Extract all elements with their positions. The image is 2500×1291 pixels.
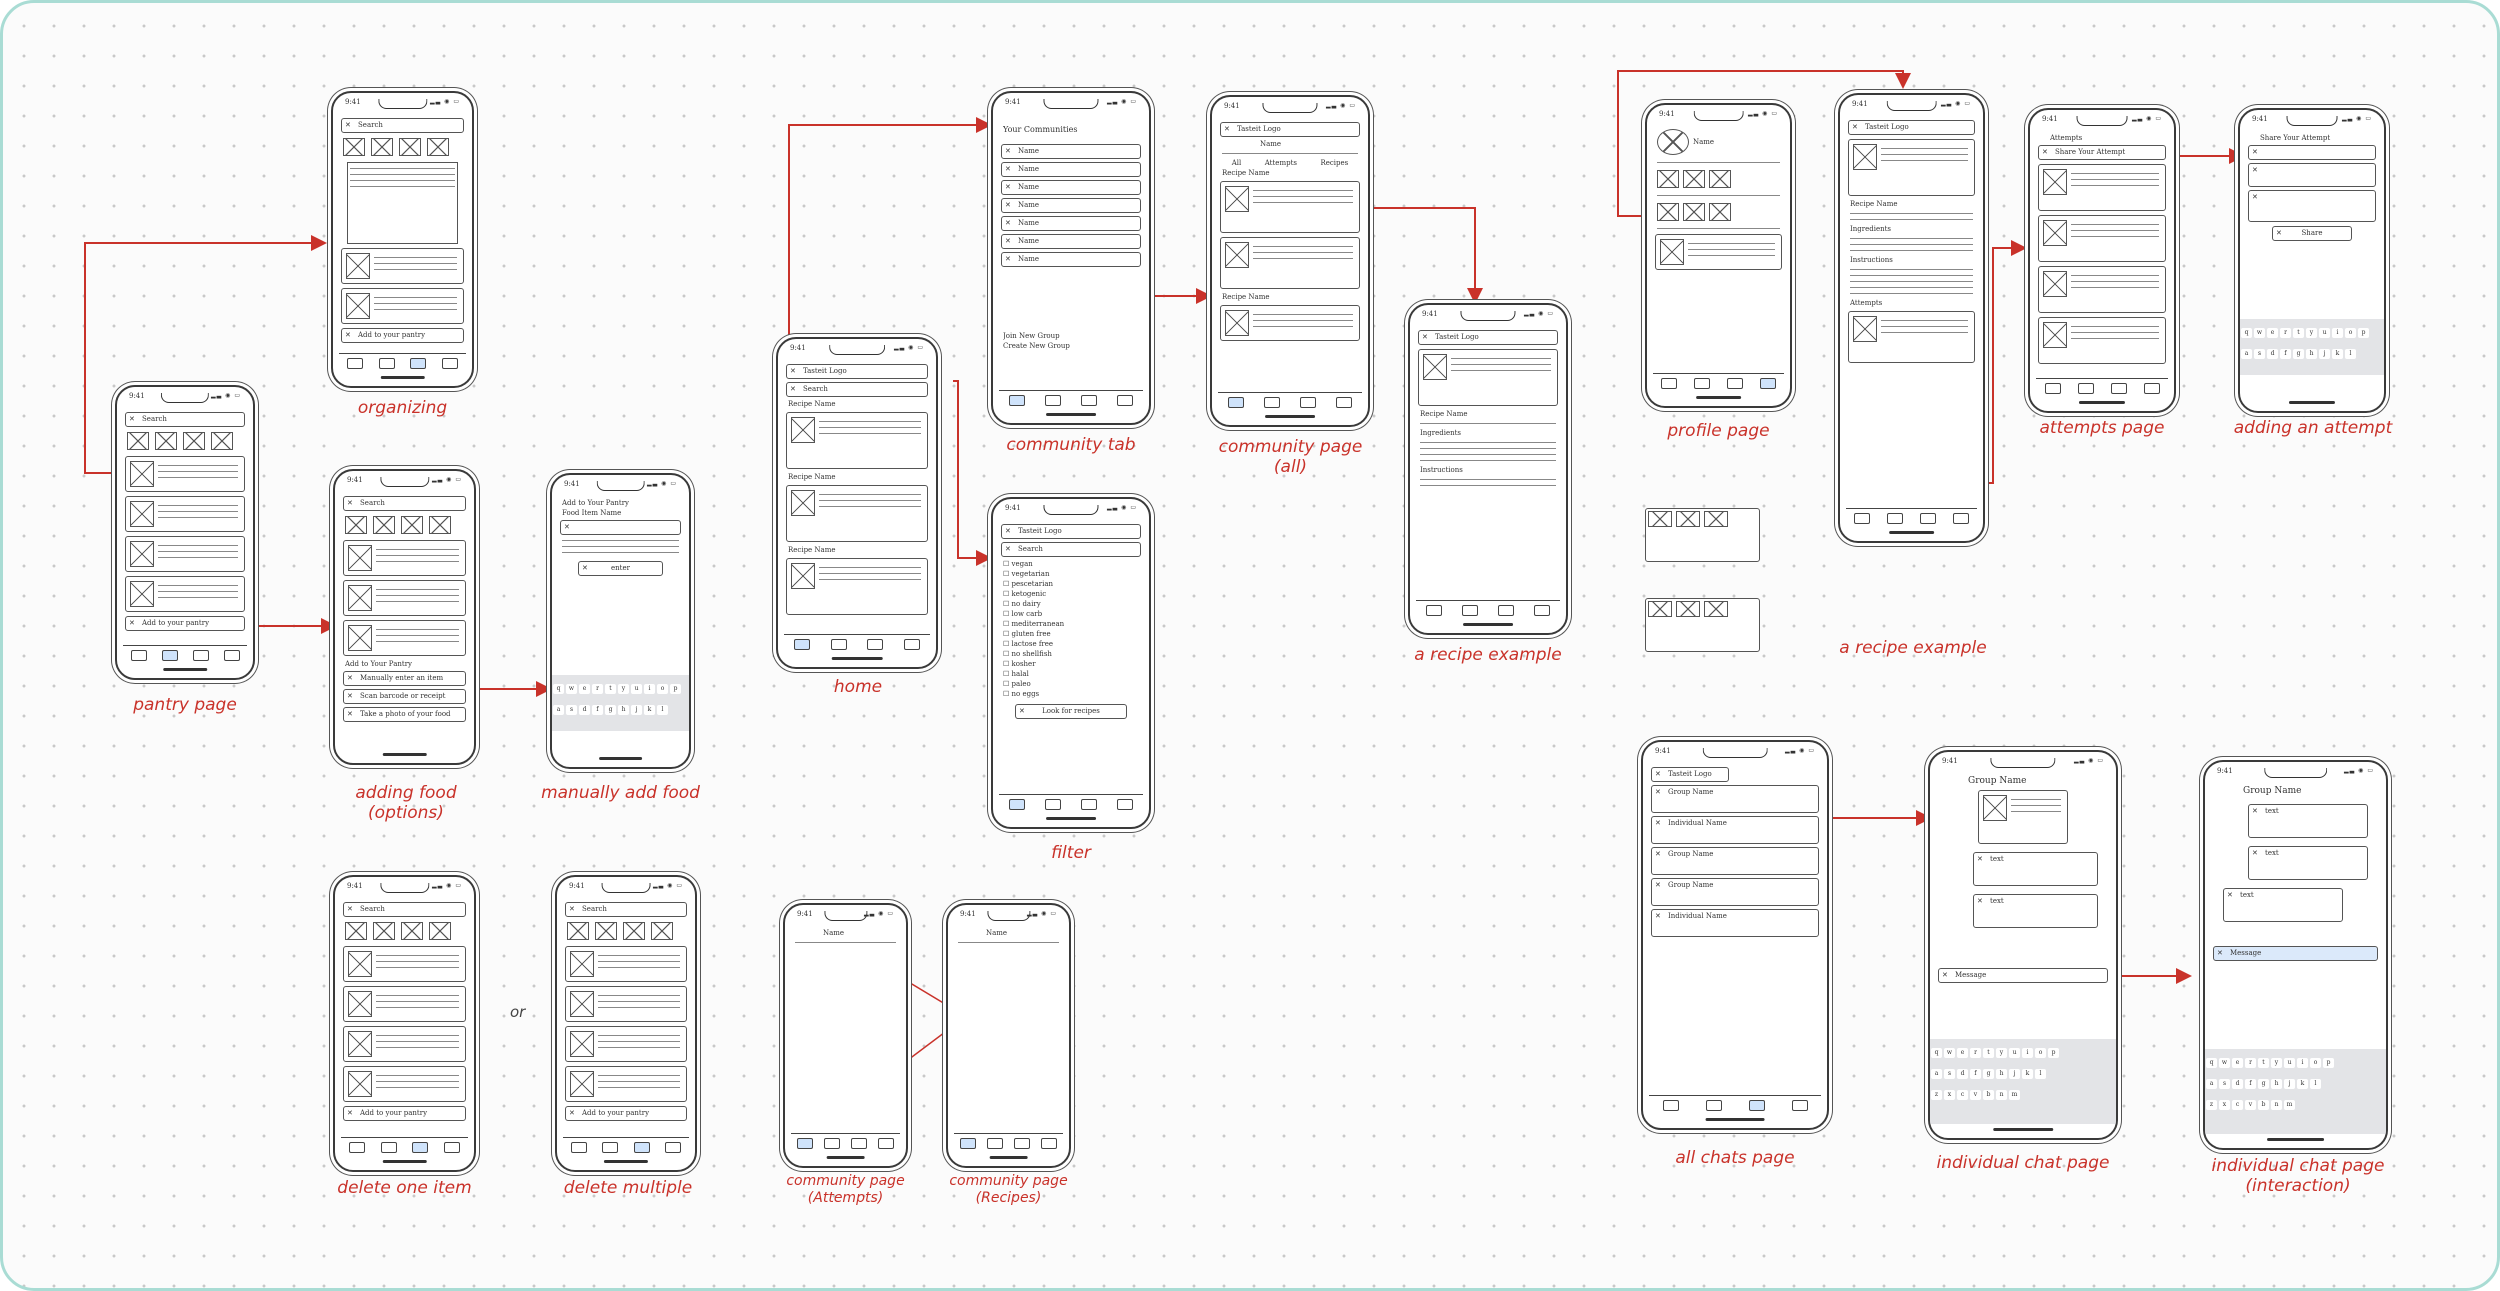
individual-chat-screen: 9:41▂▃ ◉ ▭ Group Name text text Message … [1928, 750, 2118, 1140]
filter-option[interactable]: ☐ no dairy [1003, 600, 1041, 608]
filter-option[interactable]: ☐ lactose free [1003, 640, 1054, 648]
food-card[interactable] [125, 576, 245, 612]
filter-option[interactable]: ☐ vegan [1003, 560, 1033, 568]
chat-item[interactable]: Group Name [1651, 785, 1819, 813]
attempt-card-sample [1645, 598, 1760, 652]
arrow-home-to-filter [953, 380, 992, 566]
caption-delete-multiple: delete multiple [563, 1178, 693, 1198]
caption-filter: filter [1051, 843, 1091, 863]
all-chats-screen: 9:41▂▃ ◉ ▭ Tasteit Logo Group Name Indiv… [1641, 740, 1829, 1130]
filter-option[interactable]: ☐ kosher [1003, 660, 1036, 668]
take-photo-option[interactable]: Take a photo of your food [343, 707, 466, 722]
food-name-input[interactable] [560, 520, 681, 535]
food-card[interactable] [125, 456, 245, 492]
search-input[interactable]: Search [341, 118, 464, 133]
caption-home: home [833, 677, 883, 697]
filter-option[interactable]: ☐ no eggs [1003, 690, 1040, 698]
manually-enter-option[interactable]: Manually enter an item [343, 671, 466, 686]
share-button[interactable]: Share [2272, 226, 2352, 241]
adding-attempt-screen: 9:41▂▃ ◉ ▭ Share Your Attempt Share qwer… [2238, 108, 2386, 413]
filter-option[interactable]: ☐ paleo [1003, 680, 1031, 688]
caption-community-all: community page (all) [1218, 437, 1363, 477]
community-recipes-screen: 9:41▂▃ ◉ ▭ Name [946, 903, 1071, 1168]
home-screen: 9:41▂▃ ◉ ▭ Tasteit Logo Search Recipe Na… [776, 337, 938, 669]
pantry-page-screen: 9:41▂▃ ◉ ▭ Search Add to your pantry [115, 385, 255, 680]
adding-food-screen: 9:41▂▃ ◉ ▭ Search Add to Your Pantry Man… [333, 469, 476, 765]
community-all-screen: 9:41▂▃ ◉ ▭ Tasteit Logo Name AllAttempts… [1210, 95, 1370, 427]
individual-chat-interaction-screen: 9:41▂▃ ◉ ▭ Group Name text text text Mes… [2203, 760, 2388, 1150]
caption-community-tab: community tab [1006, 435, 1136, 455]
or-label: or [510, 1003, 526, 1021]
filter-option[interactable]: ☐ vegetarian [1003, 570, 1050, 578]
chat-item[interactable]: Individual Name [1651, 816, 1819, 844]
community-attempts-screen: 9:41▂▃ ◉ ▭ Name [783, 903, 908, 1168]
delete-one-screen: 9:41▂▃ ◉ ▭ Search Add to your pantry [333, 875, 476, 1172]
tasteit-logo: Tasteit Logo [786, 364, 928, 379]
caption-adding-food: adding food (options) [355, 783, 457, 823]
message-input[interactable]: Message [1938, 968, 2108, 983]
caption-attempts-page: attempts page [2039, 418, 2165, 438]
filter-option[interactable]: ☐ mediterranean [1003, 620, 1065, 628]
attempt-card-sample [1645, 508, 1760, 562]
caption-individual-chat-interaction: individual chat page (interaction) [2211, 1156, 2385, 1196]
caption-recipe-example-2: a recipe example [1839, 638, 1987, 658]
recipe-example-screen: 9:41▂▃ ◉ ▭ Tasteit Logo Recipe Name Ingr… [1408, 303, 1568, 635]
caption-manually-add: manually add food [541, 783, 700, 803]
caption-community-attempts: community page (Attempts) [786, 1173, 905, 1206]
attempts-screen: 9:41▂▃ ◉ ▭ Attempts Share Your Attempt [2028, 108, 2176, 413]
join-new-group[interactable]: Join New Group [1003, 332, 1060, 340]
add-to-pantry-button[interactable]: Add to your pantry [341, 328, 464, 343]
filter-option[interactable]: ☐ pescetarian [1003, 580, 1054, 588]
title-input[interactable] [2248, 145, 2376, 160]
chat-item[interactable]: Group Name [1651, 878, 1819, 906]
search-input[interactable]: Search [125, 412, 245, 427]
caption-community-recipes: community page (Recipes) [949, 1173, 1068, 1206]
caption-recipe-example-1: a recipe example [1414, 645, 1562, 665]
organizing-screen: 9:41▂▃ ◉ ▭ Search Add to your pantry [331, 91, 474, 388]
manually-add-screen: 9:41▂▃ ◉ ▭ Add to Your Pantry Food Item … [550, 473, 691, 769]
caption-individual-chat: individual chat page [1936, 1153, 2110, 1173]
chat-item[interactable]: Group Name [1651, 847, 1819, 875]
message-input[interactable]: Message [2213, 946, 2378, 961]
filter-option[interactable]: ☐ halal [1003, 670, 1029, 678]
filter-option[interactable]: ☐ ketogenic [1003, 590, 1047, 598]
add-to-pantry-button[interactable]: Add to your pantry [125, 616, 245, 631]
delete-multiple-screen: 9:41▂▃ ◉ ▭ Search Add to your pantry [555, 875, 697, 1172]
food-card[interactable] [125, 496, 245, 532]
enter-button[interactable]: enter [578, 561, 663, 576]
filter-option[interactable]: ☐ gluten free [1003, 630, 1051, 638]
caption-all-chats: all chats page [1675, 1148, 1795, 1168]
media-input[interactable] [2248, 163, 2376, 187]
filter-option[interactable]: ☐ low carb [1003, 610, 1043, 618]
food-card[interactable] [125, 536, 245, 572]
profile-screen: 9:41▂▃ ◉ ▭ Name [1645, 103, 1792, 408]
filter-screen: 9:41▂▃ ◉ ▭ Tasteit Logo Search ☐ vegan☐ … [991, 497, 1151, 829]
look-for-recipes-button[interactable]: Look for recipes [1015, 704, 1127, 719]
chat-item[interactable]: Individual Name [1651, 909, 1819, 937]
caption-adding-attempt: adding an attempt [2233, 418, 2393, 438]
create-new-group[interactable]: Create New Group [1003, 342, 1070, 350]
scan-barcode-option[interactable]: Scan barcode or receipt [343, 689, 466, 704]
caption-profile-page: profile page [1667, 421, 1770, 441]
community-tab-screen: 9:41▂▃ ◉ ▭ Your Communities Name Name Na… [991, 91, 1151, 425]
caption-organizing: organizing [357, 398, 448, 418]
caption-input[interactable] [2248, 190, 2376, 222]
recipe-example-2-screen: 9:41▂▃ ◉ ▭ Tasteit Logo Recipe Name Ingr… [1838, 93, 1985, 543]
search-input[interactable]: Search [786, 382, 928, 397]
filter-option[interactable]: ☐ no shellfish [1003, 650, 1052, 658]
share-attempt-button[interactable]: Share Your Attempt [2038, 145, 2166, 160]
caption-pantry-page: pantry page [133, 695, 237, 715]
caption-delete-one: delete one item [337, 1178, 472, 1198]
